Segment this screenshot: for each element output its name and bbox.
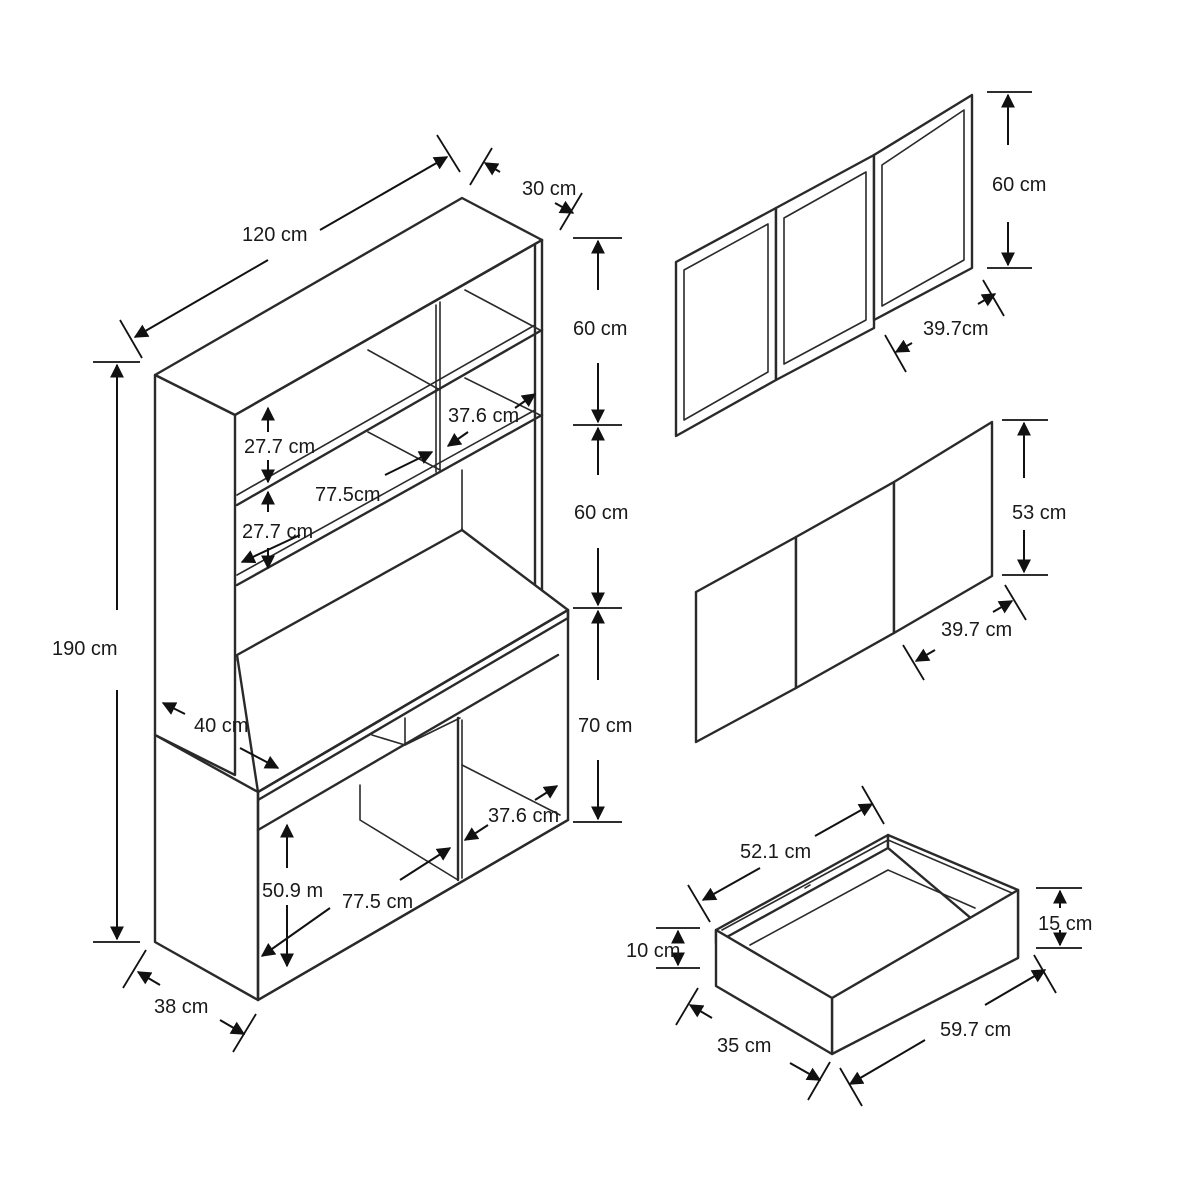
cabinet-top-section-height-label: 60 cm bbox=[573, 318, 627, 340]
cabinet-dimensions: 120 cm 30 cm 190 cm 60 cm 60 cm 70 cm 27… bbox=[52, 134, 632, 1053]
upper-inner-width-label: 77.5cm bbox=[315, 484, 381, 506]
solid-doors-dimensions: 53 cm 39.7 cm bbox=[902, 419, 1066, 681]
lower-side-depth-label: 37.6 cm bbox=[488, 805, 559, 827]
cabinet-base-depth-label: 38 cm bbox=[154, 996, 208, 1018]
drawer-depth-label: 35 cm bbox=[717, 1035, 771, 1057]
solid-doors-height-label: 53 cm bbox=[1012, 502, 1066, 524]
glass-doors-width-label: 39.7cm bbox=[923, 318, 989, 340]
drawer-dimensions: 52.1 cm 10 cm 15 cm 35 cm 59.7 cm bbox=[626, 785, 1092, 1107]
glass-doors-height-label: 60 cm bbox=[992, 174, 1046, 196]
counter-depth-label: 40 cm bbox=[194, 715, 248, 737]
drawer-inner-width-label: 52.1 cm bbox=[740, 841, 811, 863]
glass-doors-drawing bbox=[674, 93, 974, 438]
cabinet-total-height-label: 190 cm bbox=[52, 638, 118, 660]
drawer-drawing bbox=[714, 833, 1020, 1056]
drawer-side-height-label: 15 cm bbox=[1038, 913, 1092, 935]
upper-shelf-gap-1-label: 27.7 cm bbox=[244, 436, 315, 458]
cabinet-bottom-section-height-label: 70 cm bbox=[578, 715, 632, 737]
cabinet-width-label: 120 cm bbox=[242, 224, 308, 246]
lower-inner-height-label: 50.9 m bbox=[262, 880, 323, 902]
lower-inner-width-label: 77.5 cm bbox=[342, 891, 413, 913]
solid-doors-drawing bbox=[694, 420, 994, 744]
cabinet-drawing bbox=[153, 196, 570, 1002]
drawer-outer-width-label: 59.7 cm bbox=[940, 1019, 1011, 1041]
upper-side-depth-label: 37.6 cm bbox=[448, 405, 519, 427]
glass-doors-dimensions: 60 cm 39.7cm bbox=[884, 91, 1046, 373]
drawer-front-height-label: 10 cm bbox=[626, 940, 680, 962]
upper-shelf-gap-2-label: 27.7 cm bbox=[242, 521, 313, 543]
cabinet-top-depth-label: 30 cm bbox=[522, 178, 576, 200]
cabinet-middle-section-height-label: 60 cm bbox=[574, 502, 628, 524]
solid-doors-width-label: 39.7 cm bbox=[941, 619, 1012, 641]
